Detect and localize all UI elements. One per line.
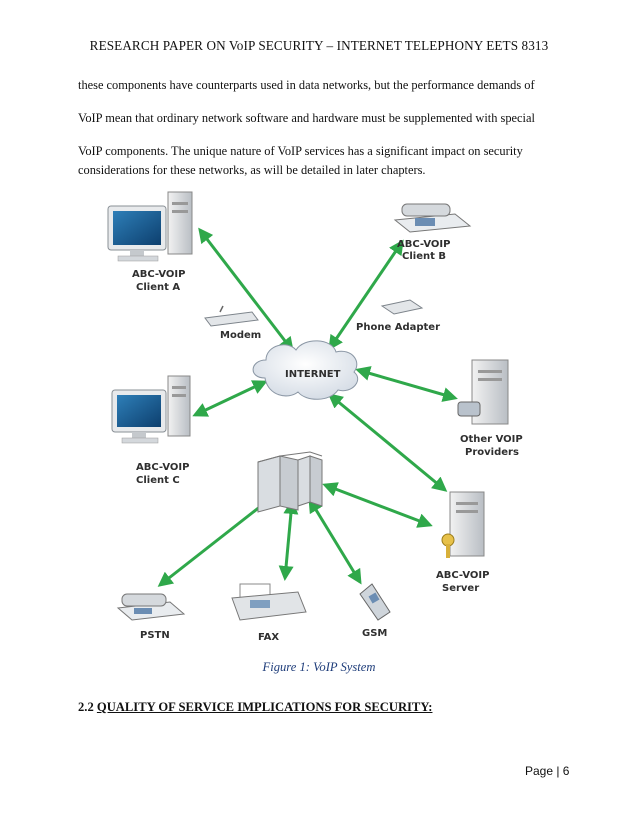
client-a-label-line1: ABC-VOIP — [132, 269, 185, 280]
figure-caption: Figure 1: VoIP System — [262, 660, 376, 674]
internet-label: INTERNET — [285, 369, 341, 380]
client-b-label-line2: Client B — [402, 251, 446, 262]
voip-system-diagram: ABC-VOIP Client A ABC-VOIP Client B Mode… — [107, 191, 523, 643]
link-client-b-internet — [328, 239, 404, 351]
gsm-mobile-phone-icon — [359, 583, 391, 621]
section-heading: 2.2 QUALITY OF SERVICE IMPLICATIONS FOR … — [78, 700, 432, 715]
link-gateway-gsm — [308, 497, 362, 585]
client-b-label-line1: ABC-VOIP — [397, 239, 450, 250]
client-c-label-line1: ABC-VOIP — [136, 462, 189, 473]
client-c-label-line2: Client C — [136, 475, 180, 486]
other-providers-label-line2: Providers — [465, 447, 519, 458]
body-line-4: considerations for these networks, as wi… — [78, 163, 426, 177]
link-gateway-server — [322, 482, 433, 528]
pstn-label: PSTN — [140, 630, 170, 641]
phone-adapter-label: Phone Adapter — [356, 322, 440, 333]
section-title: QUALITY OF SERVICE IMPLICATIONS FOR SECU… — [96, 700, 433, 714]
client-a-computer-icon — [107, 191, 193, 262]
other-providers-label-line1: Other VOIP — [460, 434, 523, 445]
page-number: Page | 6 — [525, 764, 570, 778]
server-label-line1: ABC-VOIP — [436, 570, 489, 581]
client-c-computer-icon — [111, 375, 191, 444]
body-line-1: these components have counterparts used … — [78, 78, 535, 92]
modem-label: Modem — [220, 330, 261, 341]
gsm-label: GSM — [362, 628, 387, 639]
network-links — [157, 227, 458, 587]
body-line-3: VoIP components. The unique nature of Vo… — [78, 144, 523, 158]
section-number: 2.2 — [78, 700, 94, 714]
phone-adapter-icon — [380, 299, 424, 315]
internet-cloud-icon — [252, 340, 359, 400]
client-a-label-line2: Client A — [136, 282, 180, 293]
link-gateway-pstn — [157, 493, 278, 587]
gateway-rack-icon — [257, 451, 323, 513]
other-providers-server-icon — [457, 359, 509, 425]
abc-voip-server-icon — [441, 491, 485, 558]
link-gateway-fax — [278, 499, 299, 581]
fax-label: FAX — [258, 632, 279, 643]
client-b-phone-icon — [393, 203, 472, 233]
pstn-phone-icon — [116, 593, 186, 621]
body-line-2: VoIP mean that ordinary network software… — [78, 111, 535, 125]
link-client-a-internet — [198, 227, 294, 353]
link-providers-internet — [355, 366, 458, 402]
fax-machine-icon — [231, 583, 307, 621]
running-header: RESEARCH PAPER ON VoIP SECURITY – INTERN… — [89, 38, 549, 53]
server-label-line2: Server — [442, 583, 479, 594]
link-internet-server — [327, 393, 448, 492]
link-client-c-internet — [192, 380, 268, 417]
modem-icon — [204, 305, 259, 327]
